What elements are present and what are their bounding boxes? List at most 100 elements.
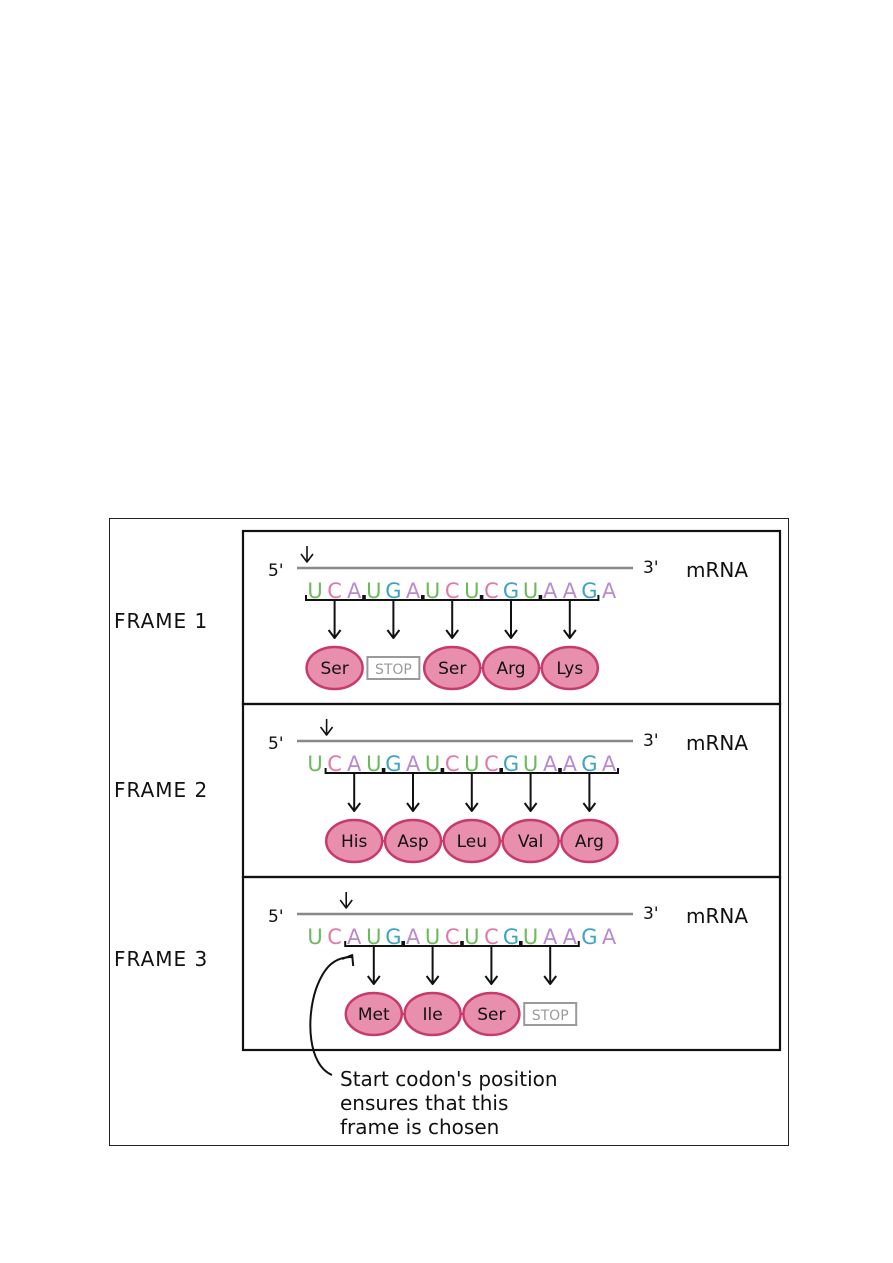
frame-2-amino-acid-circle: [383, 818, 443, 864]
frame-3-nucleotide: U: [307, 925, 322, 949]
frame-1-codon-arrow-icon-head: [562, 629, 577, 639]
frame-2-nucleotide: U: [307, 752, 322, 776]
frame-3-box: [241, 875, 782, 1052]
frame-1-nucleotide: A: [406, 579, 421, 603]
frame-2-amino-acid-label: Leu: [457, 832, 487, 852]
frame-2-codon-arrow-icon: [523, 773, 538, 812]
frame-2-codon-arrow-icon: [406, 773, 420, 812]
frame-1-codon-arrow-icon: [327, 600, 342, 639]
frame-1-nucleotide: A: [543, 579, 558, 603]
frame-1-codon-arrow-icon: [562, 600, 577, 639]
frame-1-start-marker-icon-head: [300, 553, 314, 563]
frame-1-nucleotide: U: [425, 579, 440, 603]
frame-3-nucleotide: C: [484, 925, 499, 949]
frame-1-codon-arrow-icon-head: [386, 629, 401, 639]
frame-1-mrna-label: mRNA: [686, 558, 748, 582]
frame-2-codon-arrow-icon-head: [523, 802, 538, 812]
frame-2-nucleotide: A: [543, 752, 558, 776]
frame-3-amino-acid-label: Met: [358, 1005, 390, 1025]
frame-3-nucleotide: U: [464, 925, 479, 949]
frame-2-codon-arrow-icon-head: [347, 802, 361, 812]
frame-3-label: FRAME 3: [114, 947, 209, 971]
start-codon-caption: Start codon's position ensures that this…: [340, 1067, 558, 1139]
frame-3-codon-arrow-icon: [366, 946, 381, 985]
frame-3-nucleotide: C: [327, 925, 342, 949]
frame-2-nucleotide: C: [327, 752, 342, 776]
frame-2-codon-arrow-icon-head: [464, 802, 479, 812]
frame-2-nucleotide: G: [581, 752, 597, 776]
frame-2-codon-arrow-icon: [347, 773, 361, 812]
frame-2-nucleotide: A: [563, 752, 578, 776]
frame-1-codon-arrow-icon: [386, 600, 401, 639]
frame-1-stop-label: STOP: [375, 662, 412, 678]
frame-2-nucleotide: A: [347, 752, 362, 776]
frame-3-amino-acid-circle: [344, 991, 404, 1037]
frame-1-nucleotide: C: [484, 579, 499, 603]
frame-1-nucleotide: U: [366, 579, 381, 603]
frame-3-nucleotide: G: [503, 925, 519, 949]
frame-3-codon-arrow-icon-head: [484, 975, 499, 985]
frame-2-start-marker-icon-head: [319, 726, 334, 736]
frame-1-amino-acid-circle: [481, 645, 541, 691]
frame-1-three-prime-label: 3': [643, 558, 659, 578]
frame-1-nucleotide: A: [347, 579, 362, 603]
frame-3-amino-acid-label: Ile: [422, 1005, 442, 1025]
callout-curved-arrow-icon: [309, 956, 353, 1076]
frame-1-nucleotide: G: [503, 579, 519, 603]
frame-1-codon-arrow-icon: [445, 600, 460, 639]
frame-3-nucleotide: U: [523, 925, 538, 949]
frame-1-amino-acid-label: Ser: [438, 659, 466, 679]
frame-3-stop-box: [523, 1002, 578, 1026]
frame-1-codon-arrow-icon-head: [504, 629, 518, 639]
frame-2-amino-acid-label: Val: [518, 832, 543, 852]
frame-3-codon-arrow-icon: [543, 946, 558, 985]
frame-1-amino-acid-label: Ser: [320, 659, 348, 679]
frame-2-codon-arrow-icon-head: [582, 802, 597, 812]
frame-2-codon-arrow-icon: [582, 773, 597, 812]
frame-1-nucleotide: U: [464, 579, 479, 603]
frame-3-nucleotide: A: [347, 925, 362, 949]
frame-3-codon-arrow-icon: [425, 946, 440, 985]
frame-3-three-prime-label: 3': [643, 904, 659, 924]
frame-3-stop-label: STOP: [532, 1008, 569, 1024]
frame-1-label: FRAME 1: [114, 609, 209, 633]
frame-2-amino-acid-label: His: [341, 832, 368, 852]
frame-3-codon-arrow-icon-head: [366, 975, 381, 985]
frame-2-amino-acid-circle: [560, 818, 619, 864]
frame-3-codon-arrow-icon-head: [425, 975, 440, 985]
frame-2-amino-acid-circle: [324, 818, 384, 864]
frame-1-codon-arrow-icon-head: [327, 629, 342, 639]
frame-1-five-prime-label: 5': [268, 561, 284, 581]
frame-3-nucleotide: C: [445, 925, 460, 949]
frame-1-nucleotide: U: [523, 579, 538, 603]
frame-3-codon-arrow-icon-head: [543, 975, 558, 985]
frame-2-nucleotide: U: [366, 752, 381, 776]
frame-3-nucleotide: G: [581, 925, 597, 949]
frame-2-codon-arrow-icon: [464, 773, 479, 812]
frame-2-start-marker-icon: [319, 719, 334, 736]
frame-3-nucleotide: A: [563, 925, 578, 949]
frame-2-amino-acid-label: Asp: [397, 832, 428, 852]
caption-line-2: ensures that this: [340, 1091, 509, 1115]
frame-3-mrna-label: mRNA: [686, 904, 748, 928]
frame-2-codon-arrow-icon-head: [406, 802, 420, 812]
frame-2-nucleotide: A: [602, 752, 617, 776]
frame-2-nucleotide: C: [484, 752, 499, 776]
callout-arrow-head: [341, 954, 355, 967]
frame-1-amino-acid-circle: [305, 645, 364, 691]
frame-1-nucleotide: G: [581, 579, 597, 603]
frame-3-nucleotide: A: [543, 925, 558, 949]
frame-3-nucleotide: U: [366, 925, 381, 949]
frame-2-five-prime-label: 5': [268, 734, 284, 754]
frame-2-nucleotide: U: [464, 752, 479, 776]
frame-1-nucleotide: G: [385, 579, 401, 603]
frame-1-amino-acid-circle: [422, 645, 482, 691]
caption-line-1: Start codon's position: [340, 1067, 558, 1091]
frame-1-amino-acid-circle: [540, 645, 600, 691]
frame-1-nucleotide: C: [445, 579, 460, 603]
frame-2-label: FRAME 2: [114, 778, 209, 802]
frame-2-nucleotide: U: [523, 752, 538, 776]
frame-3-nucleotide: A: [406, 925, 421, 949]
